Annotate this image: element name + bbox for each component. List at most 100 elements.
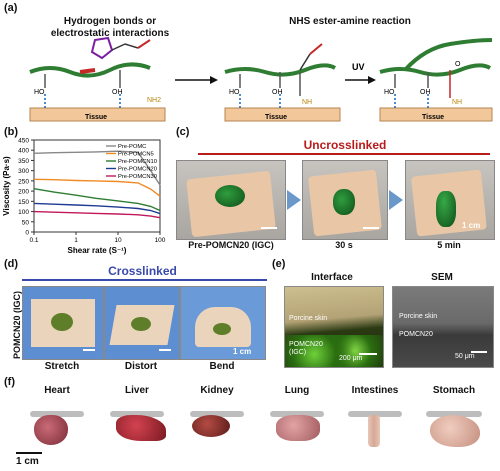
step3-scheme bbox=[379, 38, 493, 122]
interface-porcine-label: Porcine skin bbox=[289, 315, 328, 322]
caption-d3: Bend bbox=[209, 361, 235, 372]
x-axis-label: Shear rate (S⁻¹) bbox=[68, 246, 127, 255]
panel-a-label: (a) bbox=[4, 2, 18, 14]
group-oh-3: OH bbox=[420, 89, 431, 96]
sem-micrograph: Porcine skin POMCN20 50 μm bbox=[392, 286, 494, 368]
photo-c3: 1 cm bbox=[405, 160, 495, 240]
group-nh-3: NH bbox=[452, 99, 462, 106]
interface-gel-label: POMCN20 (IGC) bbox=[289, 341, 323, 356]
uncrosslinked-title: Uncrosslinked bbox=[303, 138, 387, 152]
caption-c3: 5 min bbox=[437, 240, 461, 250]
step1-scheme bbox=[29, 36, 166, 122]
stomach-photo bbox=[430, 415, 480, 447]
organ-kidney-label: Kidney bbox=[200, 385, 234, 396]
y-tick-label: 300 bbox=[18, 168, 29, 175]
y-tick-label: 350 bbox=[18, 158, 29, 165]
series-line-2 bbox=[33, 178, 161, 197]
organ-liver-label: Liver bbox=[125, 385, 149, 396]
panel-d-label: (d) bbox=[4, 258, 19, 270]
polymer-chain-1 bbox=[29, 62, 151, 78]
organ-heart-label: Heart bbox=[44, 385, 70, 396]
scalebar-f bbox=[16, 452, 42, 454]
x-tick-label: 100 bbox=[155, 237, 166, 244]
legend-label-2: Pre-POMCN5 bbox=[118, 152, 154, 158]
heart-photo bbox=[34, 415, 68, 445]
x-tick-label: 0.1 bbox=[29, 237, 38, 244]
organ-strip: Heart Liver Kidney Lung Intestines Stoma… bbox=[22, 385, 492, 447]
group-o-3: O bbox=[455, 61, 461, 68]
legend-label-4: Pre-POMCN20 bbox=[118, 167, 157, 173]
group-ho-2: HO bbox=[229, 89, 240, 96]
organ-stomach-label: Stomach bbox=[432, 385, 476, 396]
caption-c2: 30 s bbox=[335, 240, 353, 250]
photo-d1 bbox=[22, 286, 104, 360]
group-oh-1: OH bbox=[112, 89, 123, 96]
tissue-block-2 bbox=[224, 107, 341, 122]
panel-a-schematic: HO OH NH2 Tissue HO OH NH Tissue UV HO O… bbox=[29, 36, 493, 122]
y-tick-label: 150 bbox=[18, 199, 29, 206]
tissue-text-1: Tissue bbox=[85, 114, 107, 121]
step2-scheme bbox=[224, 43, 341, 122]
panel-a-left-title: Hydrogen bonds or electrostatic interact… bbox=[50, 16, 170, 39]
group-ho-1: HO bbox=[34, 89, 45, 96]
crosslinked-title: Crosslinked bbox=[108, 264, 177, 278]
tissue-text-2: Tissue bbox=[265, 114, 287, 121]
panel-c-label: (c) bbox=[176, 126, 190, 138]
interface-micrograph: Porcine skin POMCN20 (IGC) 200 μm bbox=[284, 286, 384, 368]
series-line-1 bbox=[33, 150, 161, 186]
polymer-chain-4 bbox=[403, 38, 493, 72]
intestines-photo bbox=[368, 415, 380, 447]
crosslinked-bar bbox=[22, 279, 267, 281]
y-tick-label: 50 bbox=[22, 219, 30, 226]
y-tick-label: 0 bbox=[25, 230, 29, 237]
gel-droplet-1 bbox=[215, 185, 245, 207]
y-tick-label: 250 bbox=[18, 178, 29, 185]
scale-text-f: 1 cm bbox=[16, 456, 39, 467]
caption-c1: Pre-POMCN20 (IGC) bbox=[188, 240, 274, 250]
uncrosslinked-bar bbox=[198, 153, 490, 155]
x-tick-label: 1 bbox=[74, 237, 78, 244]
photo-c1 bbox=[176, 160, 286, 240]
y-tick-label: 450 bbox=[18, 138, 29, 145]
organ-lung-label: Lung bbox=[284, 385, 310, 396]
panel-e-label: (e) bbox=[272, 258, 286, 270]
uv-label: UV bbox=[352, 62, 365, 72]
y-tick-label: 200 bbox=[18, 189, 29, 196]
interface-title: Interface bbox=[311, 272, 353, 283]
organ-intestines-label: Intestines bbox=[351, 385, 399, 396]
y-tick-label: 100 bbox=[18, 209, 29, 216]
nhs-ring bbox=[90, 36, 114, 60]
polymer-chain-3 bbox=[379, 63, 492, 77]
caption-d2: Distort bbox=[124, 361, 158, 372]
tissue-text-3: Tissue bbox=[422, 114, 444, 121]
gel-droplet-3 bbox=[436, 191, 456, 227]
scalebar-c1 bbox=[261, 227, 277, 229]
photo-d2 bbox=[104, 286, 180, 360]
lung-photo bbox=[276, 415, 320, 441]
group-nh2: NH2 bbox=[147, 97, 161, 104]
photo-c2 bbox=[302, 160, 388, 240]
scale-text-d: 1 cm bbox=[233, 347, 252, 356]
sem-gel-label: POMCN20 bbox=[399, 331, 433, 338]
group-oh-2: OH bbox=[272, 89, 283, 96]
kidney-photo bbox=[192, 415, 230, 437]
scalebar-c2 bbox=[363, 227, 379, 229]
series-line-4 bbox=[33, 202, 161, 215]
legend-label-5: Pre-POMCN30 bbox=[118, 174, 157, 180]
panel-b-label: (b) bbox=[4, 126, 19, 138]
tissue-block-1 bbox=[29, 107, 166, 122]
sem-title: SEM bbox=[431, 272, 453, 283]
sem-porcine-label: Porcine skin bbox=[399, 313, 438, 320]
panel-d-side-label: POMCN20 (IGC) bbox=[12, 291, 22, 360]
polymer-chain-2 bbox=[224, 63, 337, 77]
panel-f-label: (f) bbox=[4, 376, 15, 388]
y-tick-label: 400 bbox=[18, 148, 29, 155]
liver-photo bbox=[116, 415, 166, 441]
legend-label-1: Pre-POMC bbox=[118, 144, 146, 150]
group-ho-3: HO bbox=[384, 89, 395, 96]
y-axis-label: Viscosity (Pa·s) bbox=[2, 156, 11, 216]
scale-text-c: 1 cm bbox=[462, 221, 481, 230]
photo-d3: 1 cm bbox=[180, 286, 266, 360]
plot-frame bbox=[33, 139, 161, 233]
